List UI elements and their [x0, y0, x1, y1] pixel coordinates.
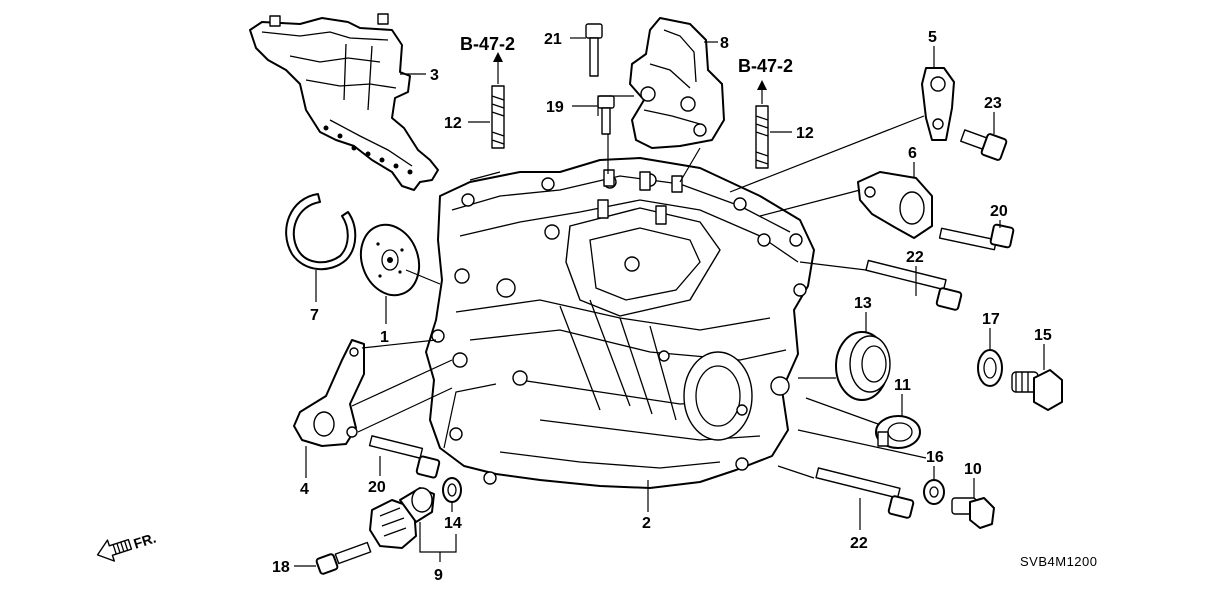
part-9-sensor: [369, 487, 435, 549]
part-15-drain-plug: [1011, 369, 1063, 411]
part-22-bolt-upper: [865, 259, 963, 311]
part-11-plug: [875, 415, 921, 449]
part-8-mount-bracket: [629, 17, 725, 149]
callout-13: 13: [854, 295, 872, 312]
leader-lines: [294, 37, 1045, 567]
callout-18: 18: [272, 559, 290, 576]
reference-b-47-2-right: B-47-2: [738, 56, 793, 76]
part-22-bolt-lower: [815, 467, 915, 519]
part-10-plug-bolt: [951, 497, 995, 529]
front-direction-marker: FR.: [96, 530, 158, 562]
callout-6: 6: [908, 145, 917, 162]
part-14-o-ring: [442, 477, 462, 503]
callout-17: 17: [982, 311, 1000, 328]
part-20-bolt-left: [368, 435, 441, 479]
callout-5: 5: [928, 29, 937, 46]
callout-labels: 1 2 3 4 5 6 7 8 9 10 11 12 12 13 14 15 1…: [272, 29, 1052, 584]
callout-20-left: 20: [368, 479, 386, 496]
part-12-stud-right: [755, 105, 769, 169]
callout-11: 11: [894, 377, 911, 394]
part-17-washer: [977, 349, 1003, 387]
callout-22-upper: 22: [906, 249, 924, 266]
part-21-bolt: [585, 23, 603, 77]
callout-8: 8: [720, 35, 729, 52]
part-7-snap-ring: [285, 193, 357, 271]
callout-2: 2: [642, 515, 651, 532]
part-5-bracket: [921, 67, 955, 141]
callout-7: 7: [310, 307, 319, 324]
part-16-washer: [923, 479, 945, 505]
callout-23: 23: [984, 95, 1002, 112]
callout-9: 9: [434, 567, 443, 584]
part-6-bracket: [857, 171, 933, 239]
reference-arrows: [493, 52, 767, 104]
callout-22-lower: 22: [850, 535, 868, 552]
callout-16: 16: [926, 449, 944, 466]
part-3-bracket-cover: [249, 13, 439, 191]
callout-1: 1: [380, 329, 389, 346]
front-marker-label: FR.: [132, 530, 158, 552]
callout-21: 21: [544, 31, 562, 48]
callout-15: 15: [1034, 327, 1052, 344]
diagram-code: SVB4M1200: [1020, 554, 1098, 569]
part-18-bolt: [315, 541, 372, 575]
part-1-plate: [359, 223, 421, 297]
part-19-bolt: [597, 95, 615, 135]
part-20-bolt-right: [938, 223, 1015, 251]
reference-b-47-2-left: B-47-2: [460, 34, 515, 54]
part-12-stud-left: [491, 85, 505, 149]
callout-12-right: 12: [796, 125, 814, 142]
part-23-bolt: [960, 129, 1008, 161]
callout-12-left: 12: [444, 115, 462, 132]
callout-4: 4: [300, 481, 309, 498]
part-4-bracket: [293, 339, 365, 447]
callout-19: 19: [546, 99, 564, 116]
part-13-oil-seal: [835, 331, 891, 401]
callout-3: 3: [430, 67, 439, 84]
callout-10: 10: [964, 461, 982, 478]
callout-14: 14: [444, 515, 462, 532]
part-2-transmission-case: [425, 157, 815, 489]
callout-20-right: 20: [990, 203, 1008, 220]
